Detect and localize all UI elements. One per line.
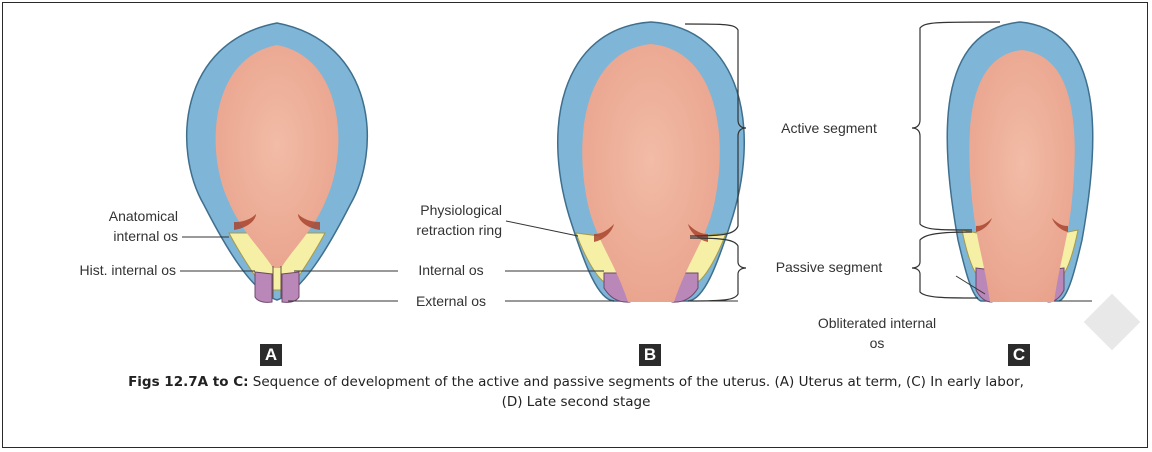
panel-letter-a: A [260, 344, 282, 366]
uterus-c [947, 22, 1093, 302]
caption-text: Sequence of development of the active an… [249, 374, 1024, 390]
label-hist-internal-os: Hist. internal os [80, 262, 176, 278]
label-obliterated-2: os [870, 335, 885, 351]
label-anatomical-2: internal os [113, 228, 178, 244]
panel-letter-b: B [639, 344, 661, 366]
caption-line2: (D) Late second stage [10, 392, 1142, 412]
uterus-b [558, 22, 745, 302]
uterus-a [187, 23, 368, 302]
label-passive-segment: Passive segment [776, 259, 883, 275]
label-obliterated-1: Obliterated internal [818, 315, 936, 331]
label-physiological-2: retraction ring [416, 222, 502, 238]
label-external-os: External os [416, 293, 486, 309]
panel-letter-c: C [1008, 344, 1030, 366]
label-internal-os: Internal os [418, 262, 483, 278]
figure-caption: Figs 12.7A to C: Sequence of development… [10, 372, 1142, 412]
label-active-segment: Active segment [781, 120, 877, 136]
label-anatomical-1: Anatomical [109, 208, 178, 224]
label-physiological-1: Physiological [420, 202, 502, 218]
caption-prefix: Figs 12.7A to C: [128, 374, 248, 390]
